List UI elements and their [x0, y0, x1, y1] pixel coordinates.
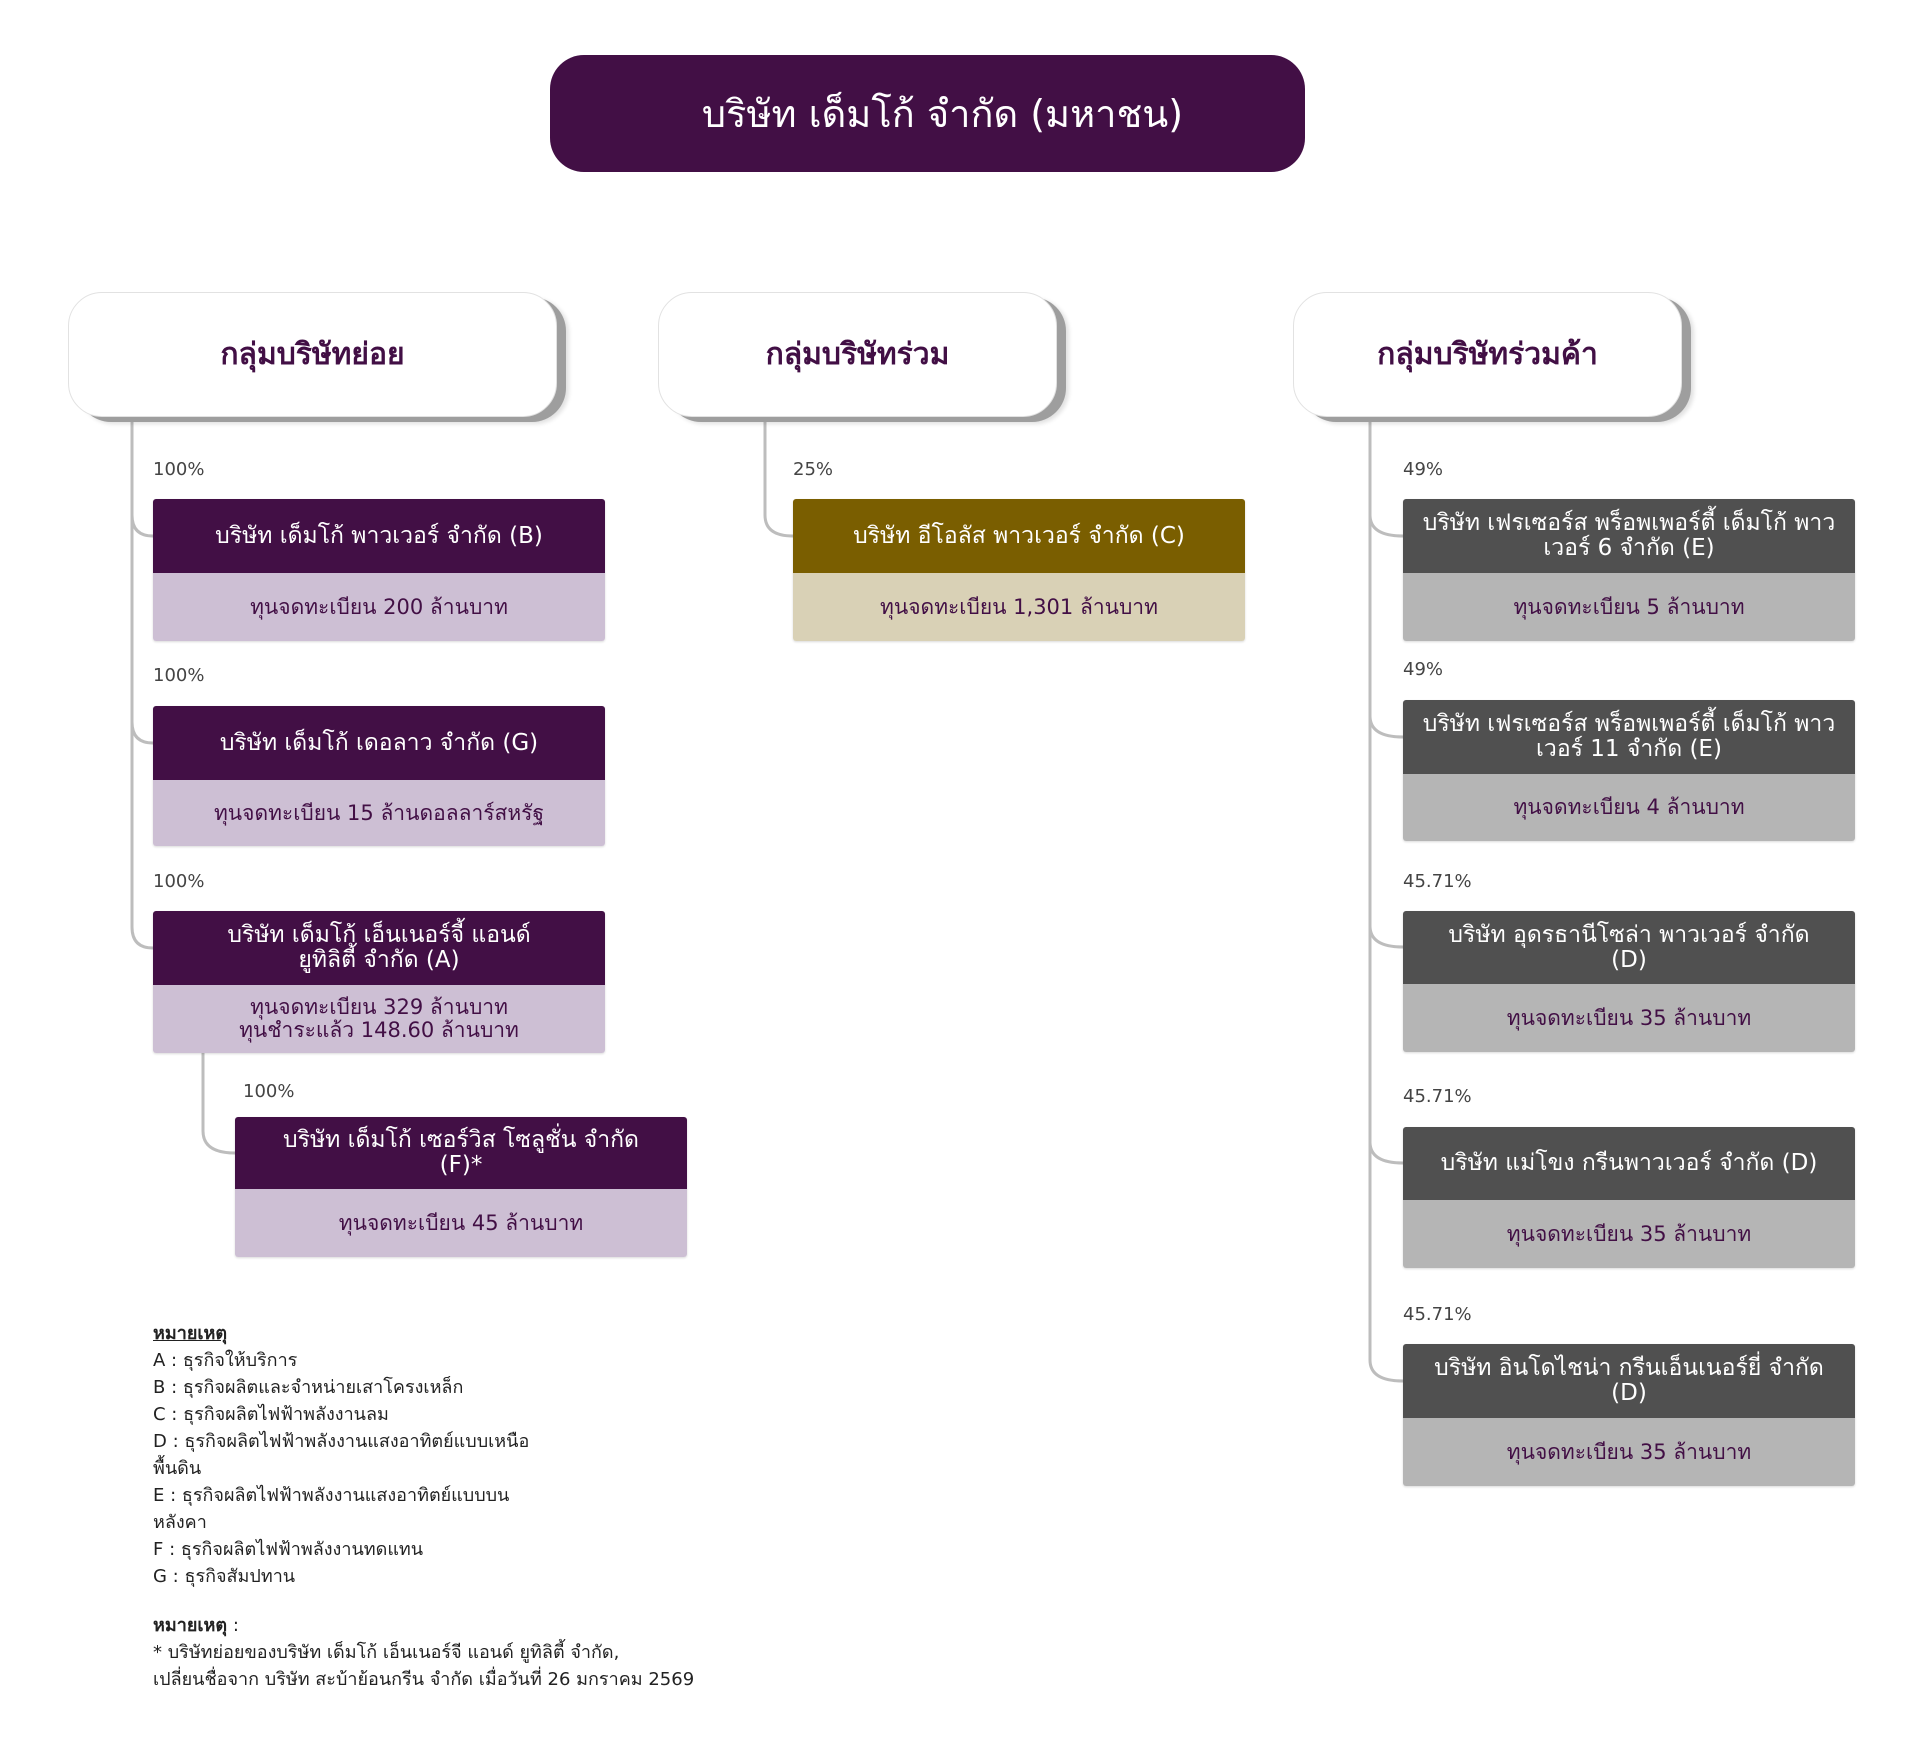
notes-section: หมายเหตุ A : ธุรกิจให้บริการ B : ธุรกิจผ… [153, 1320, 694, 1693]
company-card-d-udon: บริษัท อุดรธานีโซล่า พาวเวอร์ จำกัด (D) … [1403, 911, 1855, 1052]
company-card-d-indochina: บริษัท อินโดไชน่า กรีนเอ็นเนอร์ยี่ จำกัด… [1403, 1344, 1855, 1486]
group-joint-ventures-header: กลุ่มบริษัทร่วมค้า [1293, 292, 1682, 417]
registered-capital: ทุนจดทะเบียน 35 ล้านบาท [1506, 1005, 1752, 1030]
connector-b [130, 415, 154, 538]
note-item: A : ธุรกิจให้บริการ [153, 1350, 298, 1371]
ownership-percent: 25% [793, 459, 834, 480]
ownership-percent: 100% [153, 665, 205, 686]
footnote-line: * บริษัทย่อยของบริษัท เด็มโก้ เอ็นเนอร์จ… [153, 1642, 620, 1663]
group-associates-header: กลุ่มบริษัทร่วม [658, 292, 1057, 417]
connector-d2 [1368, 926, 1404, 1165]
registered-capital: ทุนจดทะเบียน 5 ล้านบาท [1513, 594, 1745, 619]
registered-capital: ทุนจดทะเบียน 35 ล้านบาท [1506, 1221, 1752, 1246]
connector-f [201, 1053, 236, 1155]
footnote-heading-label: หมายเหตุ [153, 1615, 228, 1636]
connector-g [130, 515, 154, 745]
footnote-heading-colon: : [227, 1615, 239, 1636]
registered-capital: ทุนจดทะเบียน 15 ล้านดอลลาร์สหรัฐ [213, 800, 545, 825]
company-name: บริษัท อุดรธานีโซล่า พาวเวอร์ จำกัด (D) [1403, 911, 1855, 984]
connector-d3 [1368, 1142, 1404, 1383]
connector-e6 [1368, 422, 1404, 538]
connector-c [763, 415, 794, 538]
ownership-percent: 49% [1403, 659, 1444, 680]
group-label: กลุ่มบริษัทย่อย [220, 337, 405, 372]
ownership-percent: 49% [1403, 459, 1444, 480]
company-name: บริษัท อินโดไชน่า กรีนเอ็นเนอร์ยี่ จำกัด… [1403, 1344, 1855, 1418]
registered-capital: ทุนจดทะเบียน 35 ล้านบาท [1506, 1439, 1752, 1464]
paid-up-capital: ทุนชำระแล้ว 148.60 ล้านบาท [239, 1018, 519, 1042]
connector-e11 [1368, 515, 1404, 739]
note-item: E : ธุรกิจผลิตไฟฟ้าพลังงานแสงอาทิตย์แบบบ… [153, 1485, 510, 1506]
connector-a [130, 722, 154, 950]
registered-capital: ทุนจดทะเบียน 200 ล้านบาท [250, 594, 508, 619]
parent-company-title: บริษัท เด็มโก้ จำกัด (มหาชน) [701, 92, 1184, 136]
registered-capital: ทุนจดทะเบียน 4 ล้านบาท [1513, 795, 1745, 819]
ownership-percent: 45.71% [1403, 1304, 1472, 1325]
note-item: G : ธุรกิจสัมปทาน [153, 1566, 296, 1587]
company-card-e11: บริษัท เฟรเซอร์ส พร็อพเพอร์ตี้ เด็มโก้ พ… [1403, 700, 1855, 841]
note-item: C : ธุรกิจผลิตไฟฟ้าพลังงานลม [153, 1404, 389, 1425]
company-name: บริษัท เด็มโก้ เซอร์วิส โซลูชั่น จำกัด (… [235, 1117, 687, 1189]
ownership-percent: 100% [243, 1081, 295, 1102]
note-item: หลังคา [153, 1512, 207, 1533]
ownership-percent: 45.71% [1403, 871, 1472, 892]
registered-capital: ทุนจดทะเบียน 45 ล้านบาท [338, 1210, 584, 1235]
footnote-line: เปลี่ยนชื่อจาก บริษัท สะบ้าย้อนกรีน จำกั… [153, 1669, 695, 1690]
company-card-f: บริษัท เด็มโก้ เซอร์วิส โซลูชั่น จำกัด (… [235, 1117, 687, 1257]
company-name: บริษัท เด็มโก้ เดอลาว จำกัด (G) [153, 706, 605, 780]
connector-d1 [1368, 716, 1404, 949]
ownership-percent: 45.71% [1403, 1086, 1472, 1107]
company-card-a: บริษัท เด็มโก้ เอ็นเนอร์จี้ แอนด์ ยูทิลิ… [153, 911, 605, 1053]
footnote-heading: หมายเหตุ : [153, 1612, 694, 1639]
note-item: B : ธุรกิจผลิตและจำหน่ายเสาโครงเหล็ก [153, 1377, 464, 1398]
company-name: บริษัท เด็มโก้ เอ็นเนอร์จี้ แอนด์ ยูทิลิ… [153, 911, 605, 985]
note-item: F : ธุรกิจผลิตไฟฟ้าพลังงานทดแทน [153, 1539, 424, 1560]
ownership-percent: 100% [153, 871, 205, 892]
registered-capital: ทุนจดทะเบียน 329 ล้านบาท [250, 995, 508, 1019]
company-card-e6: บริษัท เฟรเซอร์ส พร็อพเพอร์ตี้ เด็มโก้ พ… [1403, 499, 1855, 641]
company-name: บริษัท เด็มโก้ พาวเวอร์ จำกัด (B) [153, 499, 605, 573]
company-card-g: บริษัท เด็มโก้ เดอลาว จำกัด (G) ทุนจดทะเ… [153, 706, 605, 846]
group-subsidiaries-header: กลุ่มบริษัทย่อย [68, 292, 557, 417]
note-item: D : ธุรกิจผลิตไฟฟ้าพลังงานแสงอาทิตย์แบบเ… [153, 1431, 530, 1452]
company-name: บริษัท เฟรเซอร์ส พร็อพเพอร์ตี้ เด็มโก้ พ… [1403, 499, 1855, 573]
company-name: บริษัท อีโอลัส พาวเวอร์ จำกัด (C) [793, 499, 1245, 573]
ownership-percent: 100% [153, 459, 205, 480]
group-label: กลุ่มบริษัทร่วม [765, 337, 950, 372]
company-name: บริษัท เฟรเซอร์ส พร็อพเพอร์ตี้ เด็มโก้ พ… [1403, 700, 1855, 774]
registered-capital: ทุนจดทะเบียน 1,301 ล้านบาท [880, 594, 1158, 619]
company-card-d-mekong: บริษัท แม่โขง กรีนพาวเวอร์ จำกัด (D) ทุน… [1403, 1127, 1855, 1268]
company-card-b: บริษัท เด็มโก้ พาวเวอร์ จำกัด (B) ทุนจดท… [153, 499, 605, 641]
company-card-c: บริษัท อีโอลัส พาวเวอร์ จำกัด (C) ทุนจดท… [793, 499, 1245, 641]
parent-company-box: บริษัท เด็มโก้ จำกัด (มหาชน) [550, 55, 1305, 172]
group-label: กลุ่มบริษัทร่วมค้า [1377, 337, 1598, 372]
company-name: บริษัท แม่โขง กรีนพาวเวอร์ จำกัด (D) [1403, 1127, 1855, 1200]
notes-heading: หมายเหตุ [153, 1323, 228, 1344]
note-item: พื้นดิน [153, 1458, 202, 1479]
